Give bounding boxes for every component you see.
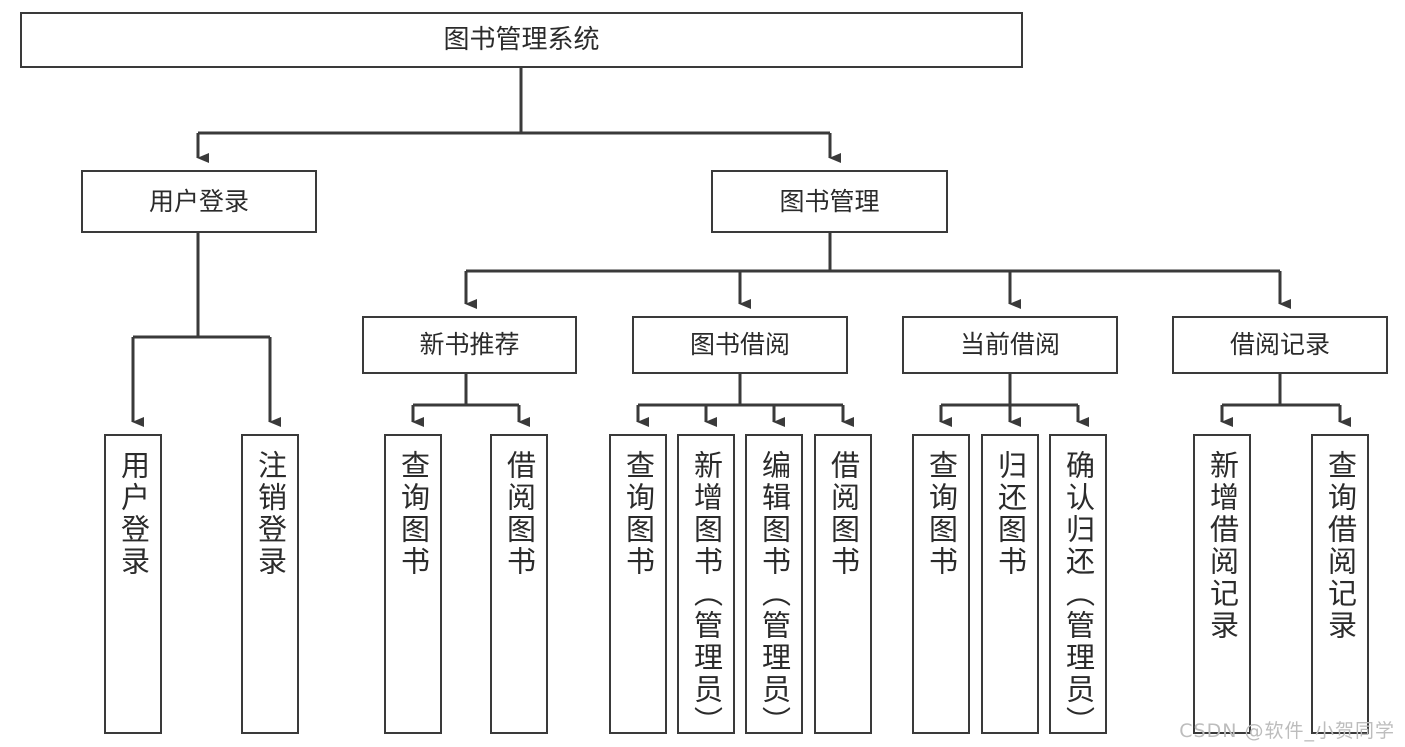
node-label: 借阅图书 <box>826 450 861 578</box>
node-leaf-edit-book[interactable]: 编辑图书（管理员） <box>745 434 803 738</box>
node-leaf-query-borrow-record[interactable]: 查询借阅记录 <box>1311 434 1369 734</box>
csdn-watermark: CSDN @软件_小贺同学 <box>1179 720 1395 742</box>
node-book-manage[interactable]: 图书管理 <box>711 170 948 233</box>
node-book-borrow[interactable]: 图书借阅 <box>632 316 848 374</box>
node-label: 查询图书 <box>924 450 959 578</box>
node-label: 用户登录 <box>116 450 151 578</box>
node-label: 查询借阅记录 <box>1323 450 1358 642</box>
node-label: 图书管理 <box>779 186 880 216</box>
node-new-book-recommend[interactable]: 新书推荐 <box>362 316 577 374</box>
node-label: 查询图书 <box>396 450 431 578</box>
node-borrow-record[interactable]: 借阅记录 <box>1172 316 1388 374</box>
node-label: 用户登录 <box>148 186 249 216</box>
node-leaf-logout[interactable]: 注销登录 <box>241 434 299 734</box>
node-label: 图书管理系统 <box>443 24 600 55</box>
node-leaf-user-login[interactable]: 用户登录 <box>104 434 162 734</box>
node-label: 注销登录 <box>253 450 288 578</box>
node-leaf-add-book[interactable]: 新增图书（管理员） <box>677 434 735 738</box>
node-label: 当前借阅 <box>959 330 1060 360</box>
node-label: 图书借阅 <box>689 330 790 360</box>
node-label: 借阅记录 <box>1229 330 1330 360</box>
node-leaf-return-book[interactable]: 归还图书 <box>981 434 1039 734</box>
node-leaf-confirm-return[interactable]: 确认归还（管理员） <box>1049 434 1107 738</box>
node-leaf-borrow-book-1[interactable]: 借阅图书 <box>490 434 548 734</box>
node-label: 归还图书 <box>993 450 1028 578</box>
node-label: 确认归还（管理员） <box>1061 450 1096 738</box>
node-leaf-query-book-3[interactable]: 查询图书 <box>912 434 970 734</box>
node-leaf-add-borrow-record[interactable]: 新增借阅记录 <box>1193 434 1251 734</box>
node-leaf-query-book-1[interactable]: 查询图书 <box>384 434 442 734</box>
node-label: 新书推荐 <box>419 330 520 360</box>
node-user-login[interactable]: 用户登录 <box>81 170 317 233</box>
node-label: 编辑图书（管理员） <box>757 450 792 738</box>
node-current-borrow[interactable]: 当前借阅 <box>902 316 1118 374</box>
node-label: 借阅图书 <box>502 450 537 578</box>
node-leaf-query-book-2[interactable]: 查询图书 <box>609 434 667 734</box>
node-root-book-management-system[interactable]: 图书管理系统 <box>20 12 1023 68</box>
node-leaf-borrow-book-2[interactable]: 借阅图书 <box>814 434 872 734</box>
node-label: 查询图书 <box>621 450 656 578</box>
node-label: 新增图书（管理员） <box>689 450 724 738</box>
node-label: 新增借阅记录 <box>1205 450 1240 642</box>
